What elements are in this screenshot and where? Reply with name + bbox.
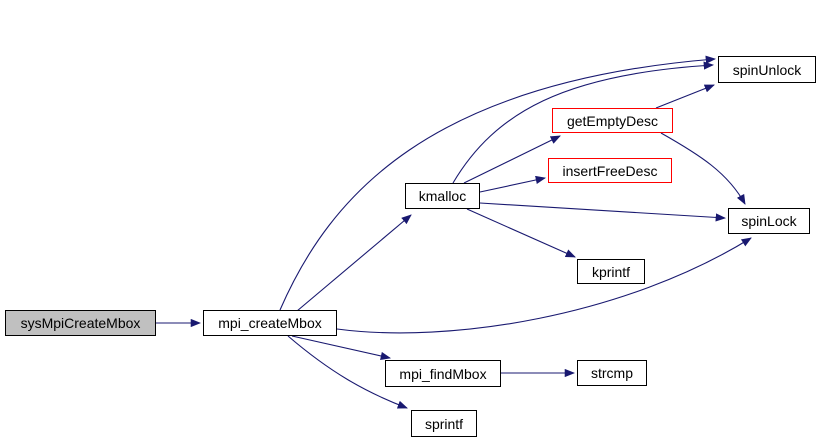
edge-mpi_createMbox-spinLock [336,237,752,334]
node-insertFreeDesc[interactable]: insertFreeDesc [548,158,672,183]
edge-mpi_createMbox-kmalloc [296,214,412,312]
edge-kmalloc-kprintf [466,208,576,258]
node-sysMpiCreateMbox[interactable]: sysMpiCreateMbox [5,310,156,336]
node-kmalloc[interactable]: kmalloc [405,183,480,209]
edge-kmalloc-spinUnlock [452,61,715,184]
edge-getEmptyDesc-spinLock [660,132,746,205]
node-mpi_createMbox[interactable]: mpi_createMbox [203,310,337,336]
edge-kmalloc-insertFreeDesc [479,175,547,193]
edge-mpi_createMbox-spinUnlock [279,55,717,311]
node-spinUnlock[interactable]: spinUnlock [718,56,816,83]
edge-mpi_createMbox-mpi_findMbox [291,335,392,360]
node-getEmptyDesc[interactable]: getEmptyDesc [552,108,673,133]
edge-kmalloc-spinLock [479,202,727,222]
node-kprintf[interactable]: kprintf [577,259,645,284]
node-mpi_findMbox[interactable]: mpi_findMbox [385,360,501,387]
node-spinLock[interactable]: spinLock [728,208,810,234]
edge-getEmptyDesc-spinUnlock [655,84,715,109]
node-strcmp[interactable]: strcmp [577,360,647,386]
edge-mpi_createMbox-sprintf [287,335,408,409]
edge-kmalloc-getEmptyDesc [463,135,561,184]
node-sprintf[interactable]: sprintf [411,410,477,437]
